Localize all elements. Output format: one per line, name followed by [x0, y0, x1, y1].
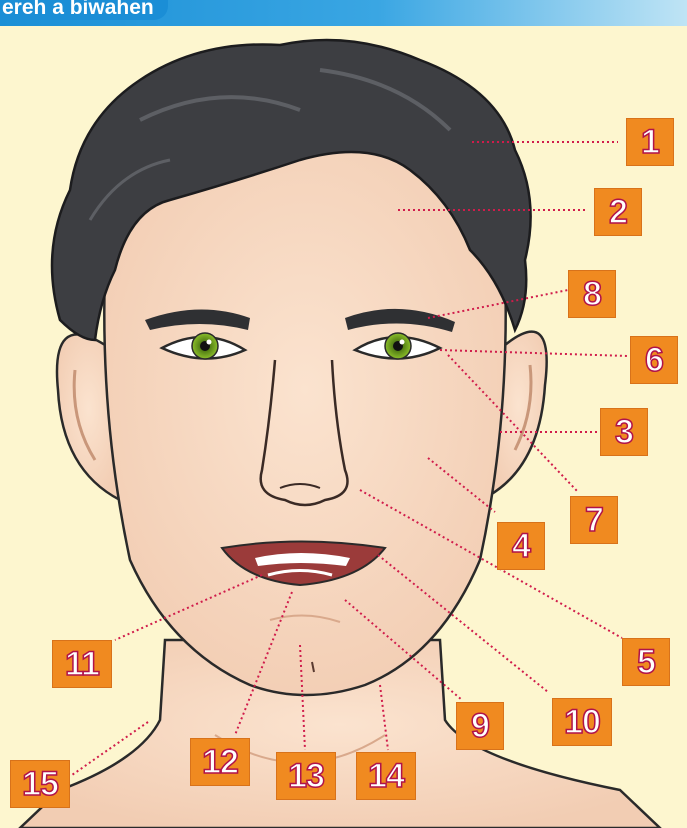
label-10: 10: [552, 698, 612, 746]
label-14: 14: [356, 752, 416, 800]
label-12: 12: [190, 738, 250, 786]
label-11: 11: [52, 640, 112, 688]
label-7: 7: [570, 496, 618, 544]
label-3: 3: [600, 408, 648, 456]
face-skin: [104, 140, 505, 695]
label-1: 1: [626, 118, 674, 166]
label-2: 2: [594, 188, 642, 236]
label-5: 5: [622, 638, 670, 686]
label-9: 9: [456, 702, 504, 750]
label-15: 15: [10, 760, 70, 808]
label-8: 8: [568, 270, 616, 318]
label-4: 4: [497, 522, 545, 570]
label-13: 13: [276, 752, 336, 800]
label-6: 6: [630, 336, 678, 384]
